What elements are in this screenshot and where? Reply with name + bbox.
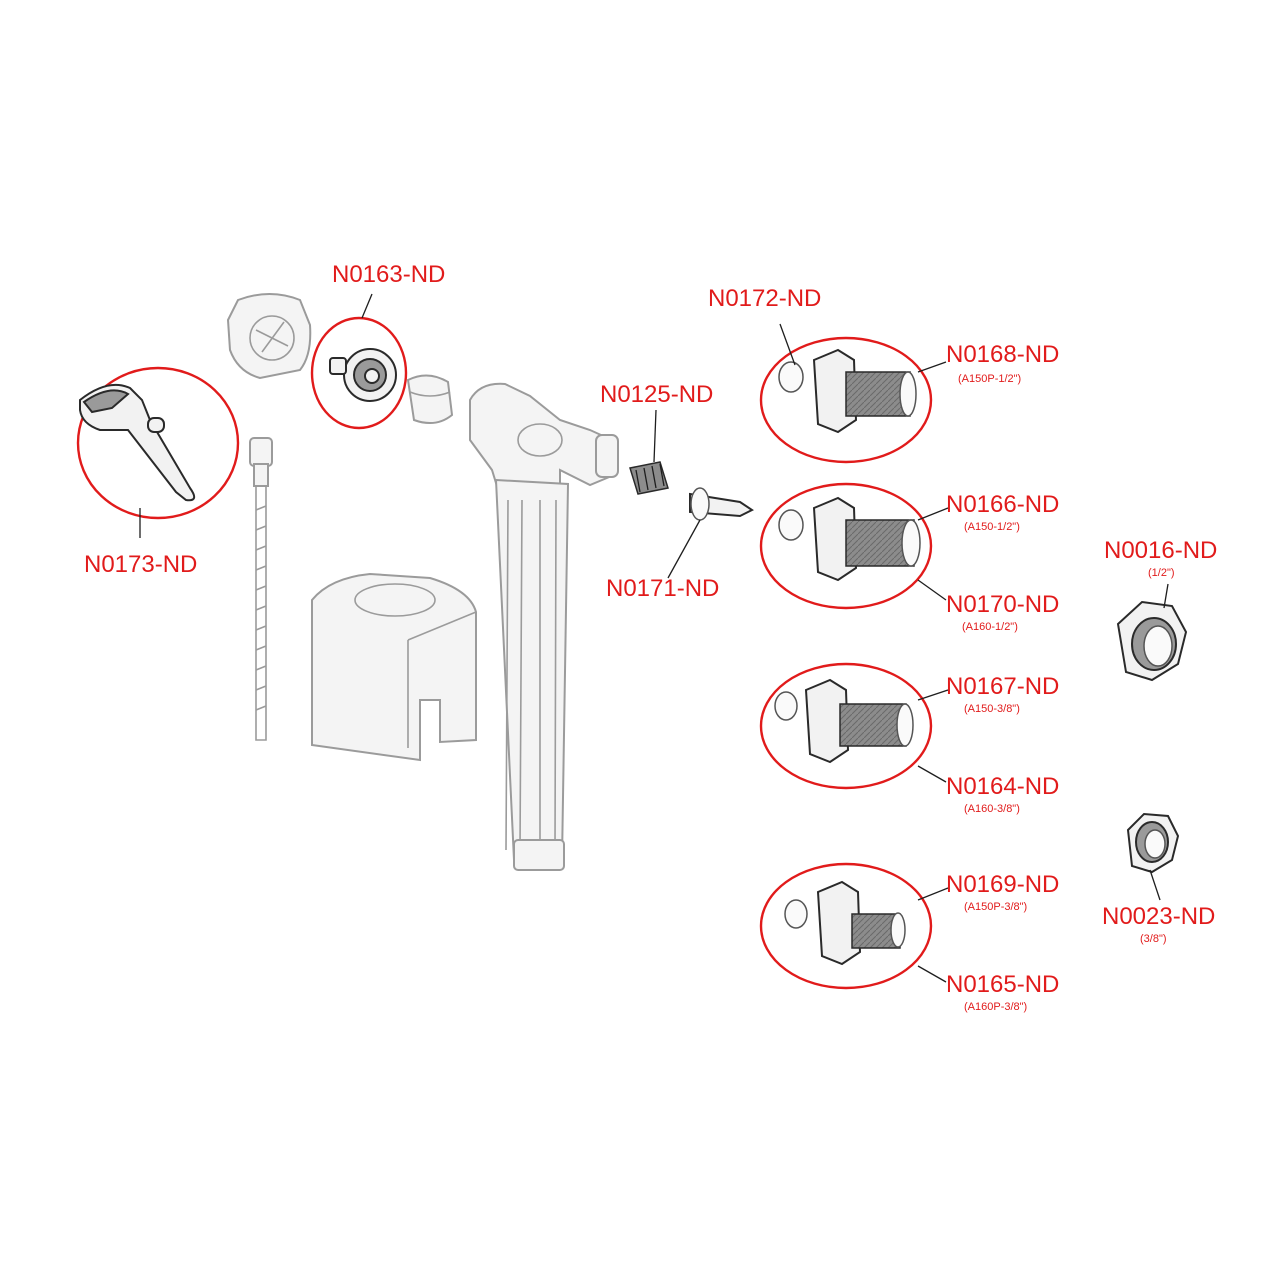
label-n0165: N0165-ND xyxy=(946,971,1059,998)
label-n0166: N0166-ND xyxy=(946,491,1059,518)
part-group-n0173 xyxy=(76,366,240,538)
spec-n0169: (A150P-3/8") xyxy=(964,901,1027,913)
part-group-n0167-n0164 xyxy=(759,662,949,790)
lock-nut-ghost xyxy=(406,374,454,425)
label-n0169: N0169-ND xyxy=(946,871,1059,898)
spec-n0023: (3/8") xyxy=(1140,933,1167,945)
spec-n0166: (A150-1/2") xyxy=(964,521,1020,533)
label-n0168: N0168-ND xyxy=(946,341,1059,368)
part-group-n0023 xyxy=(1126,812,1180,901)
spec-n0170: (A160-1/2") xyxy=(962,621,1018,633)
label-n0164: N0164-ND xyxy=(946,773,1059,800)
label-n0016: N0016-ND xyxy=(1104,537,1217,564)
part-group-n0169-n0165 xyxy=(759,862,949,990)
part-group-n0125 xyxy=(629,409,669,495)
label-n0170: N0170-ND xyxy=(946,591,1059,618)
label-n0173: N0173-ND xyxy=(84,551,197,578)
spec-n0016: (1/2") xyxy=(1148,567,1175,579)
label-n0125: N0125-ND xyxy=(600,381,713,408)
spec-n0164: (A160-3/8") xyxy=(964,803,1020,815)
label-n0023: N0023-ND xyxy=(1102,903,1215,930)
float-rod-ghost xyxy=(249,437,273,741)
float-box-ghost xyxy=(311,572,477,762)
part-group-n0016 xyxy=(1116,583,1188,682)
valve-body-ghost xyxy=(469,382,619,871)
label-n0167: N0167-ND xyxy=(946,673,1059,700)
label-n0172: N0172-ND xyxy=(708,285,821,312)
label-n0171: N0171-ND xyxy=(606,575,719,602)
part-group-n0168 xyxy=(759,323,947,464)
spec-n0165: (A160P-3/8") xyxy=(964,1001,1027,1013)
label-n0163: N0163-ND xyxy=(332,261,445,288)
part-group-n0163 xyxy=(310,293,408,430)
part-group-n0171 xyxy=(667,487,754,579)
part-group-n0166-n0170 xyxy=(759,482,949,610)
valve-cap-ghost xyxy=(226,293,312,380)
spec-n0167: (A150-3/8") xyxy=(964,703,1020,715)
spec-n0168: (A150P-1/2") xyxy=(958,373,1021,385)
